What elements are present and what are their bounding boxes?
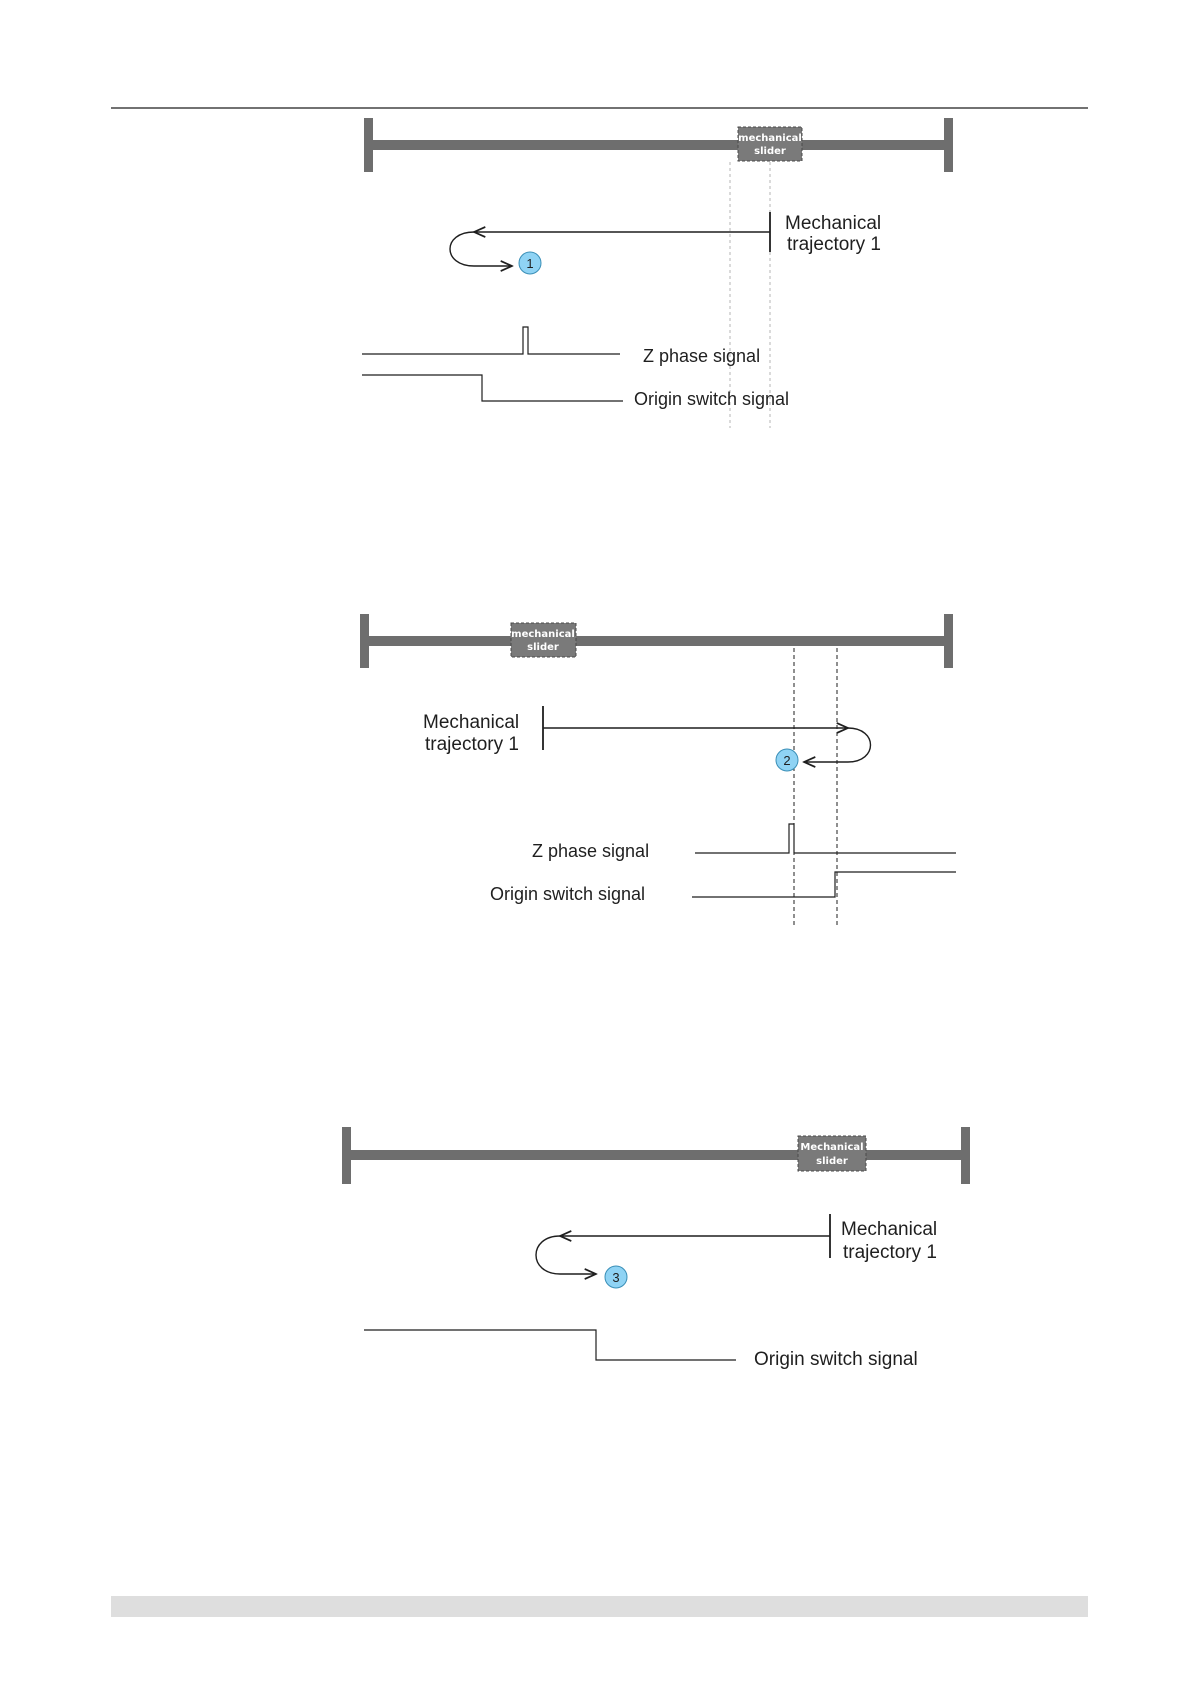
slider-label-line2: slider — [527, 642, 559, 653]
step-marker: 1 — [519, 252, 541, 274]
trajectory — [450, 212, 770, 266]
trajectory — [536, 1214, 830, 1274]
origin-switch-label: Origin switch signal — [754, 1349, 918, 1370]
trajectory — [543, 706, 871, 762]
step-number: 3 — [612, 1270, 619, 1285]
slider-label-line1: mechanical — [511, 629, 575, 640]
footer-bar — [111, 1596, 1088, 1617]
z-phase-label: Z phase signal — [532, 841, 649, 861]
mechanical-slider: mechanical slider — [738, 127, 802, 161]
step-number: 1 — [526, 256, 533, 271]
trajectory-label-line2: trajectory 1 — [843, 1242, 937, 1263]
step-number: 2 — [783, 753, 790, 768]
slider-label-line2: slider — [754, 146, 786, 157]
diagram-2: mechanical slider Mechanical trajectory … — [360, 614, 956, 925]
mechanical-slider: mechanical slider — [511, 623, 576, 657]
z-phase-waveform — [695, 824, 956, 853]
trajectory-label-line2: trajectory 1 — [425, 734, 519, 755]
diagram-1: mechanical slider Mechanical trajectory … — [362, 118, 953, 428]
diagram-3: Mechanical slider Mechanical trajectory … — [342, 1127, 970, 1370]
origin-switch-waveform — [692, 872, 956, 897]
step-marker: 3 — [605, 1266, 627, 1288]
origin-switch-waveform — [362, 375, 623, 401]
trajectory-label-line1: Mechanical — [785, 213, 881, 234]
mechanical-slider: Mechanical slider — [798, 1136, 866, 1171]
trajectory-label-line1: Mechanical — [423, 712, 519, 733]
slider-label-line2: slider — [816, 1156, 848, 1167]
z-phase-waveform — [362, 327, 620, 354]
rail — [360, 614, 953, 668]
trajectory-label-line1: Mechanical — [841, 1219, 937, 1240]
rail — [342, 1127, 970, 1184]
slider-label-line1: mechanical — [738, 133, 802, 144]
origin-switch-label: Origin switch signal — [634, 389, 789, 409]
slider-label-line1: Mechanical — [800, 1142, 863, 1153]
rail — [364, 118, 953, 172]
origin-switch-label: Origin switch signal — [490, 884, 645, 904]
step-marker: 2 — [776, 749, 798, 771]
origin-switch-waveform — [364, 1330, 736, 1360]
trajectory-label-line2: trajectory 1 — [787, 234, 881, 255]
z-phase-label: Z phase signal — [643, 346, 760, 366]
dashed-guides — [794, 648, 837, 925]
